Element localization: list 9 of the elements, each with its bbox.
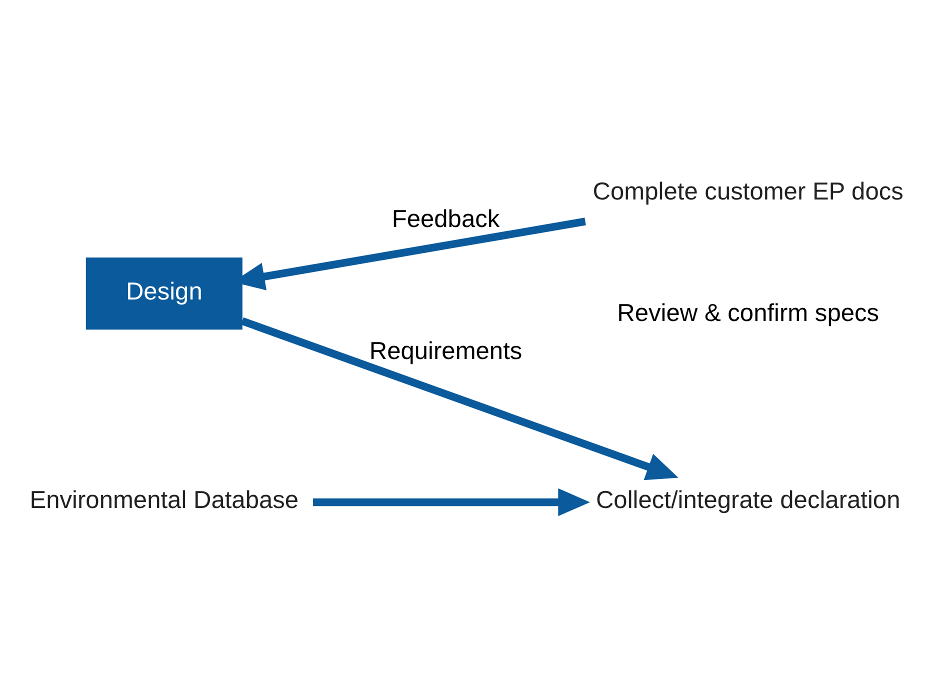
node-text: Environmental Database xyxy=(29,487,298,514)
node-text: Collect/integrate declaration xyxy=(595,487,900,514)
arrow xyxy=(312,488,590,516)
edge-label: Requirements xyxy=(368,338,522,366)
node-text: Complete customer EP docs xyxy=(592,178,903,206)
edge-label: Feedback xyxy=(391,206,500,234)
arrow xyxy=(240,317,678,480)
node-box: Design xyxy=(85,257,242,330)
label: Review & confirm specs xyxy=(616,300,879,327)
